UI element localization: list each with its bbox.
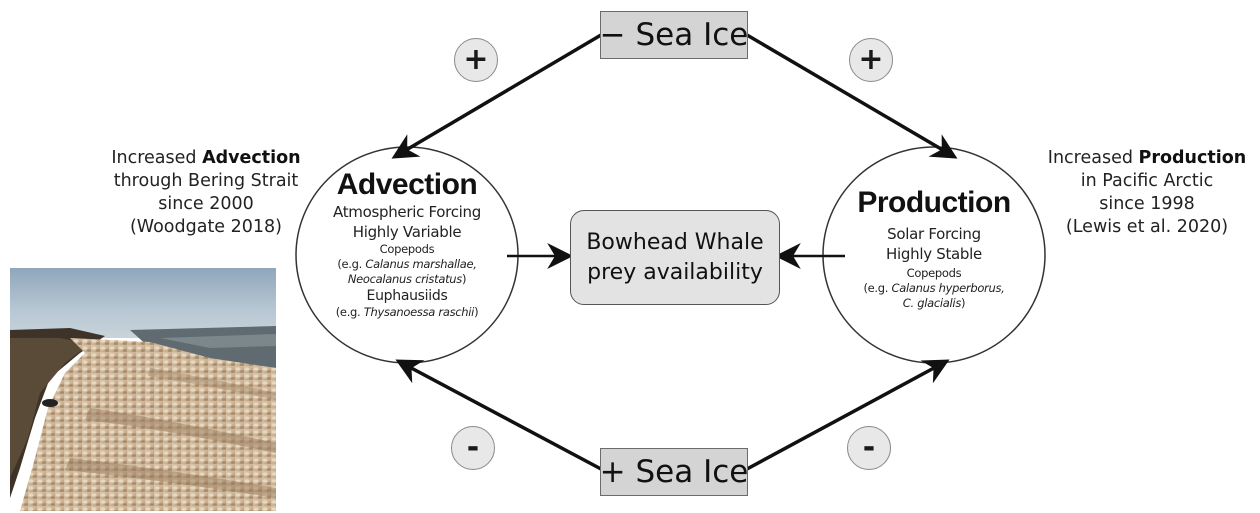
arrow-seaice-plus-to-production xyxy=(746,359,950,471)
species-name: Calanus marshallae, xyxy=(365,257,477,271)
sign-bottom-left: - xyxy=(451,426,495,470)
bowhead-whale-prey-box: Bowhead Whale prey availability xyxy=(570,210,780,305)
plus-sea-ice-label: + Sea Ice xyxy=(599,454,749,490)
left-note-prefix: Increased xyxy=(111,148,203,168)
right-note-prefix: Increased xyxy=(1047,148,1139,168)
production-copepod-examples: (e.g. Calanus hyperborus, xyxy=(826,281,1042,296)
sign-bottom-right: - xyxy=(847,426,891,470)
sign-bottom-right-text: - xyxy=(862,430,876,465)
left-note-line-3: since 2000 xyxy=(158,194,254,214)
left-note-line-4: (Woodgate 2018) xyxy=(129,217,282,237)
right-note-bold: Production xyxy=(1138,148,1247,168)
left-note-bold: Advection xyxy=(202,148,301,168)
example-prefix: (e.g. xyxy=(337,257,366,271)
left-note-line-2: through Bering Strait xyxy=(113,171,299,191)
sign-bottom-left-text: - xyxy=(466,430,480,465)
species-name-5: C. glacialis xyxy=(902,296,962,310)
example-suffix-3: ) xyxy=(961,296,966,310)
sign-top-right: + xyxy=(849,38,893,82)
species-name-2: Neocalanus cristatus xyxy=(347,272,462,286)
left-note-line-1: Increased Advection xyxy=(96,147,316,170)
production-forcing: Solar Forcing xyxy=(887,225,981,243)
right-note-line-1: Increased Production xyxy=(1036,147,1258,170)
production-copepod-examples-2: C. glacialis) xyxy=(826,296,1042,311)
advection-euphausiid-examples: (e.g. Thysanoessa raschii) xyxy=(300,305,514,320)
arrow-seaice-plus-to-advection xyxy=(395,359,602,471)
center-line-1: Bowhead Whale xyxy=(586,229,764,255)
advection-euphausiids: Euphausiids xyxy=(366,288,448,304)
production-title: Production xyxy=(857,186,1011,219)
right-production-note: Increased Production in Pacific Arctic s… xyxy=(1036,147,1258,239)
center-line-2: prey availability xyxy=(587,259,763,285)
production-stability: Highly Stable xyxy=(886,245,982,263)
right-note-line-2: in Pacific Arctic xyxy=(1080,171,1214,191)
right-note-line-4: (Lewis et al. 2020) xyxy=(1065,217,1229,237)
advection-forcing: Atmospheric Forcing xyxy=(333,203,481,221)
advection-copepods: Copepods xyxy=(379,242,435,256)
plus-sea-ice-box: + Sea Ice xyxy=(600,448,748,496)
species-name-3: Thysanoessa raschii xyxy=(363,305,475,319)
right-note-line-3: since 1998 xyxy=(1099,194,1195,214)
left-advection-note: Increased Advection through Bering Strai… xyxy=(96,147,316,239)
advection-title: Advection xyxy=(336,168,478,201)
advection-node-text: Advection Atmospheric Forcing Highly Var… xyxy=(300,168,514,320)
minus-sea-ice-label: − Sea Ice xyxy=(599,17,749,53)
example-suffix: ) xyxy=(461,272,467,286)
sign-top-right-text: + xyxy=(858,42,884,77)
sign-top-left: + xyxy=(454,38,498,82)
beach-shore-photo xyxy=(10,268,276,511)
example-prefix-3: (e.g. xyxy=(863,281,892,295)
minus-sea-ice-box: − Sea Ice xyxy=(600,11,748,59)
production-node-text: Production Solar Forcing Highly Stable C… xyxy=(826,186,1042,311)
sign-top-left-text: + xyxy=(463,42,489,77)
beach-photo-image xyxy=(10,268,276,511)
arrow-seaice-minus-to-production xyxy=(746,33,958,159)
production-copepods: Copepods xyxy=(906,266,962,280)
example-prefix-2: (e.g. xyxy=(335,305,364,319)
advection-variability: Highly Variable xyxy=(352,223,462,241)
arrow-seaice-minus-to-advection xyxy=(391,33,602,159)
advection-copepod-examples: (e.g. Calanus marshallae, xyxy=(300,257,514,272)
species-name-4: Calanus hyperborus, xyxy=(891,281,1005,295)
advection-copepod-examples-2: Neocalanus cristatus) xyxy=(300,272,514,287)
example-suffix-2: ) xyxy=(474,305,479,319)
